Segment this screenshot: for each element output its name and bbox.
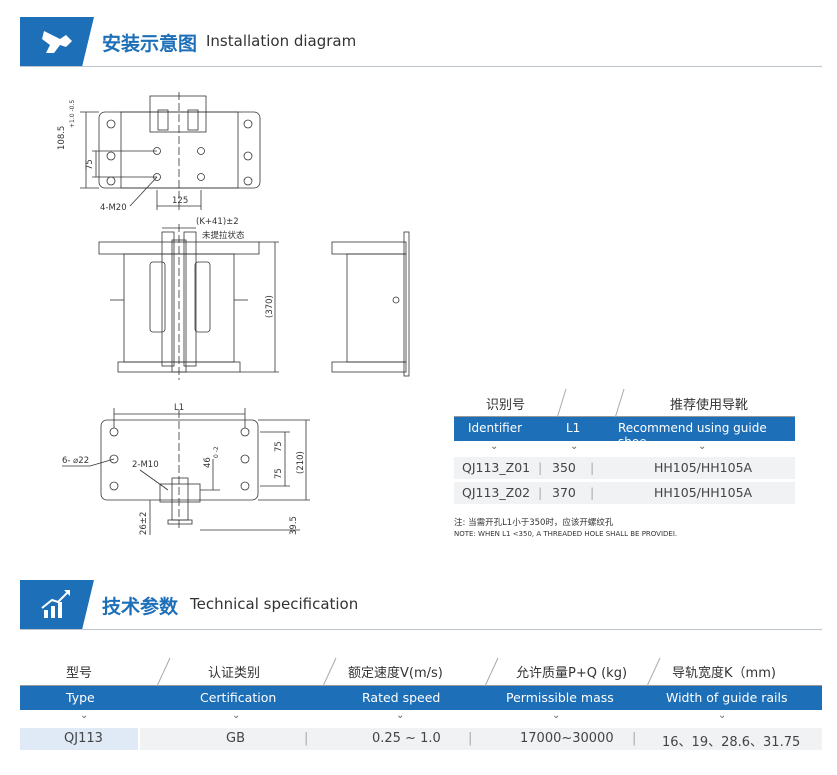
dim-75-b: 75 bbox=[274, 468, 284, 479]
cell-rails: 16、19、28.6、31.75 bbox=[662, 735, 801, 750]
cell-guide-shoe: HH105/HH105A bbox=[654, 460, 753, 475]
m10-label: 2-M10 bbox=[132, 460, 159, 470]
dim-210: (210) bbox=[296, 451, 306, 474]
chevron-down-icon: ⌄ bbox=[552, 710, 561, 721]
header-type-cn: 型号 bbox=[66, 666, 93, 681]
cell-guide-shoe: HH105/HH105A bbox=[654, 485, 753, 500]
holes-6-22: 6- ⌀22 bbox=[62, 456, 89, 466]
cell-certification: GB bbox=[226, 731, 245, 746]
header-mass-cn: 允许质量P+Q (kg) bbox=[516, 666, 628, 681]
installation-title-en: Installation diagram bbox=[206, 32, 357, 50]
dim-108: 108.5 bbox=[57, 126, 67, 150]
note: 注: 当需开孔L1小于350时，应该开螺纹孔 NOTE: WHEN L1 <35… bbox=[454, 518, 677, 540]
chevron-down-icon: ⌄ bbox=[396, 710, 405, 721]
cell-speed: 0.25 ~ 1.0 bbox=[372, 731, 441, 746]
cell-identifier: QJ113_Z01 bbox=[462, 460, 531, 475]
technical-header: 技术参数 Technical specification bbox=[20, 580, 822, 630]
dim-75-top: 75 bbox=[85, 159, 95, 170]
cell-separator: | bbox=[468, 731, 473, 746]
note-cn: 注: 当需开孔L1小于350时，应该开螺纹孔 bbox=[454, 518, 614, 528]
dim-46: 46 bbox=[203, 457, 213, 468]
chart-growth-icon bbox=[20, 580, 94, 630]
cell-separator: | bbox=[590, 485, 595, 500]
header-rails-en: Width of guide rails bbox=[666, 690, 788, 705]
technical-title-cn: 技术参数 bbox=[102, 596, 179, 618]
installation-drawing: 108.5 +1.0 -0.5 75 4-M20 125 (K+41)±2 未提… bbox=[57, 92, 410, 535]
spec-header-en: Type Certification Rated speed Permissib… bbox=[20, 686, 822, 710]
cell-type: QJ113 bbox=[64, 731, 103, 746]
crane-icon bbox=[20, 17, 94, 67]
header-rails-cn: 导轨宽度K（mm) bbox=[672, 666, 776, 681]
not-pulled-label: 未提拉状态 bbox=[202, 230, 245, 241]
table-row: QJ113_Z01 | 350 | HH105/HH105A bbox=[454, 457, 795, 479]
cell-separator: | bbox=[538, 460, 543, 475]
dim-26: 26±2 bbox=[139, 512, 149, 535]
section-divider bbox=[20, 629, 822, 630]
dim-46-tolerance: 0 -2 bbox=[213, 446, 220, 458]
cell-separator: | bbox=[538, 485, 543, 500]
spec-chevrons: ⌄ ⌄ ⌄ ⌄ ⌄ bbox=[20, 710, 822, 728]
identifier-table: 识别号 推荐使用导靴 Identifier L1 Recommend using… bbox=[454, 385, 795, 507]
header-guide-shoe-cn: 推荐使用导靴 bbox=[670, 398, 749, 413]
cell-l1: 370 bbox=[552, 485, 576, 500]
cell-mass: 17000~30000 bbox=[520, 731, 614, 746]
chevron-down-icon: ⌄ bbox=[490, 441, 499, 452]
chevron-down-icon: ⌄ bbox=[570, 441, 579, 452]
cell-separator: | bbox=[304, 731, 309, 746]
header-speed-en: Rated speed bbox=[362, 690, 441, 705]
cell-identifier: QJ113_Z02 bbox=[462, 485, 531, 500]
type-cell-bg bbox=[20, 728, 138, 750]
installation-header: 安装示意图 Installation diagram bbox=[20, 17, 822, 67]
header-speed-cn: 额定速度V(m/s) bbox=[348, 666, 443, 681]
spec-header-cn: 型号 认证类别 额定速度V(m/s) 允许质量P+Q (kg) 导轨宽度K（mm… bbox=[20, 656, 822, 686]
chevron-down-icon: ⌄ bbox=[718, 710, 727, 721]
header-identifier-en: Identifier bbox=[468, 421, 523, 435]
header-l1: L1 bbox=[566, 421, 581, 435]
dim-39: 39.5 bbox=[289, 516, 299, 535]
header-type-en: Type bbox=[66, 690, 95, 705]
installation-title-cn: 安装示意图 bbox=[102, 33, 198, 55]
k-formula: (K+41)±2 bbox=[196, 217, 239, 227]
row-bg bbox=[140, 728, 822, 750]
holes-4-m20: 4-M20 bbox=[100, 203, 127, 213]
header-mass-en: Permissible mass bbox=[506, 690, 614, 705]
cell-l1: 350 bbox=[552, 460, 576, 475]
id-table-chevrons: ⌄ ⌄ ⌄ bbox=[454, 441, 795, 457]
cell-separator: | bbox=[590, 460, 595, 475]
cell-separator: | bbox=[632, 731, 637, 746]
dim-125: 125 bbox=[172, 196, 188, 206]
header-identifier-cn: 识别号 bbox=[486, 398, 526, 413]
header-certification-en: Certification bbox=[200, 690, 277, 705]
dim-75-a: 75 bbox=[274, 441, 284, 452]
chevron-down-icon: ⌄ bbox=[232, 710, 241, 721]
spec-table: 型号 认证类别 额定速度V(m/s) 允许质量P+Q (kg) 导轨宽度K（mm… bbox=[20, 656, 822, 750]
technical-title-en: Technical specification bbox=[190, 595, 359, 613]
table-row: QJ113_Z02 | 370 | HH105/HH105A bbox=[454, 482, 795, 504]
note-en: NOTE: WHEN L1 <350, A THREADED HOLE SHAL… bbox=[454, 530, 678, 538]
id-table-header-en: Identifier L1 Recommend using guide shoe bbox=[454, 417, 795, 449]
section-divider bbox=[20, 66, 822, 67]
chevron-down-icon: ⌄ bbox=[698, 441, 707, 452]
dim-370: (370) bbox=[265, 295, 275, 318]
id-table-header-cn: 识别号 推荐使用导靴 bbox=[454, 385, 795, 417]
dim-l1: L1 bbox=[174, 403, 184, 413]
dim-108-tolerance: +1.0 -0.5 bbox=[69, 100, 76, 128]
header-guide-shoe-en: Recommend using guide shoe bbox=[618, 421, 767, 449]
table-row: QJ113 GB | 0.25 ~ 1.0 | 17000~30000 | 16… bbox=[20, 728, 822, 750]
header-certification-cn: 认证类别 bbox=[208, 666, 261, 681]
chevron-down-icon: ⌄ bbox=[80, 710, 89, 721]
